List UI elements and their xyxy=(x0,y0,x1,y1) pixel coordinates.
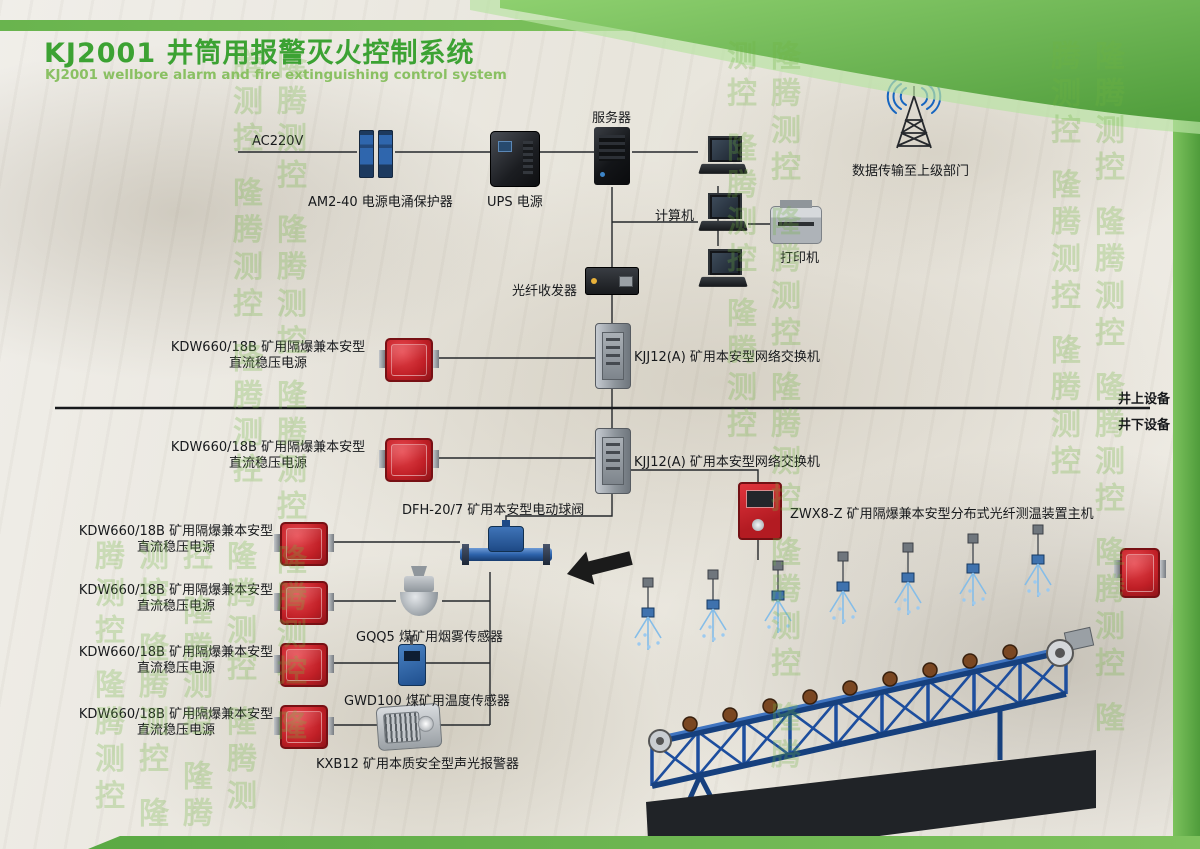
network-switch-label: KJJ12(A) 矿用本安型网络交换机 xyxy=(634,350,820,365)
smoke-sensor-icon xyxy=(396,566,442,624)
dc-power-supply-icon xyxy=(1114,548,1166,598)
fiber-temp-host-label: ZWX8-Z 矿用隔爆兼本安型分布式光纤测温装置主机 xyxy=(790,507,1094,522)
fiber-transceiver-icon xyxy=(585,267,639,295)
below-well-label: 井下设备 xyxy=(1117,418,1170,433)
printer-icon xyxy=(770,200,822,244)
temp-sensor-icon xyxy=(398,635,426,686)
fiber-temp-host-icon xyxy=(738,482,782,540)
dc-power-supply-icon xyxy=(379,338,439,382)
temp-sensor-label: GWD100 煤矿用温度传感器 xyxy=(344,694,510,709)
server-label: 服务器 xyxy=(592,111,632,126)
dc-power-supply-icon xyxy=(274,522,334,566)
kdw-power-label: KDW660/18B 矿用隔爆兼本安型直流稳压电源 xyxy=(78,583,274,614)
page-title: KJ2001 井筒用报警灭火控制系统 xyxy=(44,38,475,69)
network-switch-label: KJJ12(A) 矿用本安型网络交换机 xyxy=(634,455,820,470)
page-subtitle: KJ2001 wellbore alarm and fire extinguis… xyxy=(45,67,507,83)
fiber-transceiver-label: 光纤收发器 xyxy=(512,284,578,299)
laptop-icon xyxy=(698,249,748,295)
kdw-power-label: KDW660/18B 矿用隔爆兼本安型直流稳压电源 xyxy=(170,440,366,471)
data-upload-label: 数据传输至上级部门 xyxy=(852,164,970,179)
smoke-sensor-label: GQQ5 煤矿用烟雾传感器 xyxy=(356,630,503,645)
laptop-icon xyxy=(698,136,748,182)
ball-valve-label: DFH-20/7 矿用本安型电动球阀 xyxy=(402,503,585,518)
network-switch-icon xyxy=(595,428,631,494)
alarm-label: KXB12 矿用本质安全型声光报警器 xyxy=(316,757,520,772)
network-switch-icon xyxy=(595,323,631,389)
ups-label: UPS 电源 xyxy=(487,195,543,210)
surge-protector-label: AM2-40 电源电涌保护器 xyxy=(308,195,453,210)
dc-power-supply-icon xyxy=(274,581,334,625)
kdw-power-label: KDW660/18B 矿用隔爆兼本安型直流稳压电源 xyxy=(170,340,366,371)
dc-power-supply-icon xyxy=(274,705,334,749)
ball-valve-icon xyxy=(460,518,552,572)
dc-power-supply-icon xyxy=(379,438,439,482)
computer-label: 计算机 xyxy=(655,209,695,224)
above-well-label: 井上设备 xyxy=(1117,392,1170,407)
alarm-icon xyxy=(375,702,443,752)
ac-power-label: AC220V xyxy=(252,134,304,149)
surge-protector-icon xyxy=(357,128,395,180)
printer-label: 打印机 xyxy=(780,251,820,266)
laptop-icon xyxy=(698,193,748,239)
kdw-power-label: KDW660/18B 矿用隔爆兼本安型直流稳压电源 xyxy=(78,645,274,676)
ups-icon xyxy=(490,131,540,187)
server-icon xyxy=(594,127,630,185)
kdw-power-label: KDW660/18B 矿用隔爆兼本安型直流稳压电源 xyxy=(78,524,274,555)
dc-power-supply-icon xyxy=(274,643,334,687)
kdw-power-label: KDW660/18B 矿用隔爆兼本安型直流稳压电源 xyxy=(78,707,274,738)
